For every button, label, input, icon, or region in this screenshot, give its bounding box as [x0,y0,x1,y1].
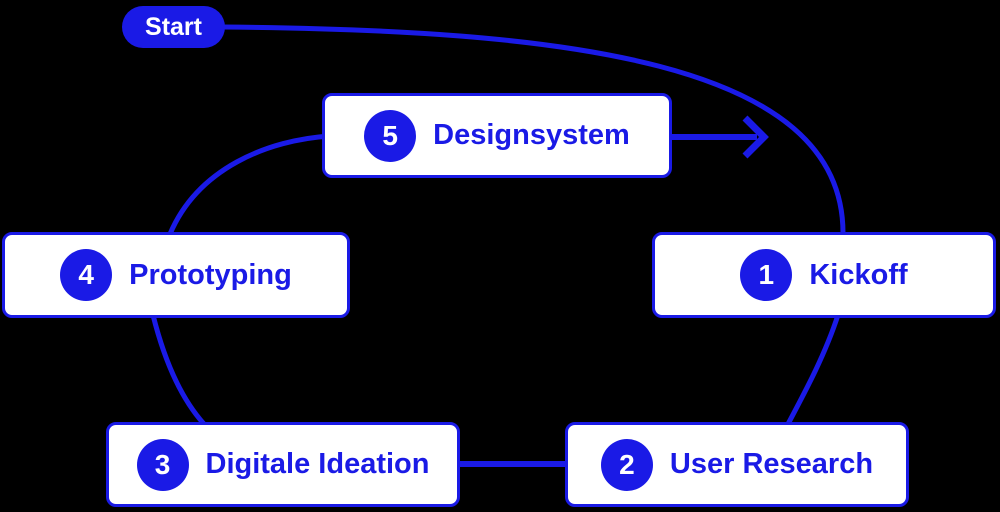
step-label: Kickoff [809,258,908,291]
step-number-badge: 4 [60,249,113,301]
step-label: User Research [669,448,874,480]
step-label: Prototyping [129,258,292,291]
step-label: Digitale Ideation [205,448,430,480]
step-box-digitale-ideation: 3 Digitale Ideation [106,422,460,507]
step-number-badge: 5 [364,109,417,162]
start-badge-label: Start [145,12,202,41]
step-box-prototyping: 4 Prototyping [2,232,350,318]
step-label: Designsystem [433,119,630,151]
step-box-designsystem: 5 Designsystem [322,93,672,178]
start-badge: Start [122,6,225,48]
loop-arc-prototyping-ideation [150,314,206,426]
step-number-badge: 1 [740,249,793,301]
step-box-kickoff: 1 Kickoff [652,232,996,318]
loop-arc-research-kickoff [785,314,841,426]
loop-arc-designsystem-prototyping [167,133,331,235]
step-number-badge: 2 [600,438,653,491]
next-cycle-arrow-head [742,115,769,159]
start-to-kickoff-curve [221,24,846,234]
step-box-user-research: 2 User Research [565,422,909,507]
step-number-badge: 3 [136,438,189,491]
